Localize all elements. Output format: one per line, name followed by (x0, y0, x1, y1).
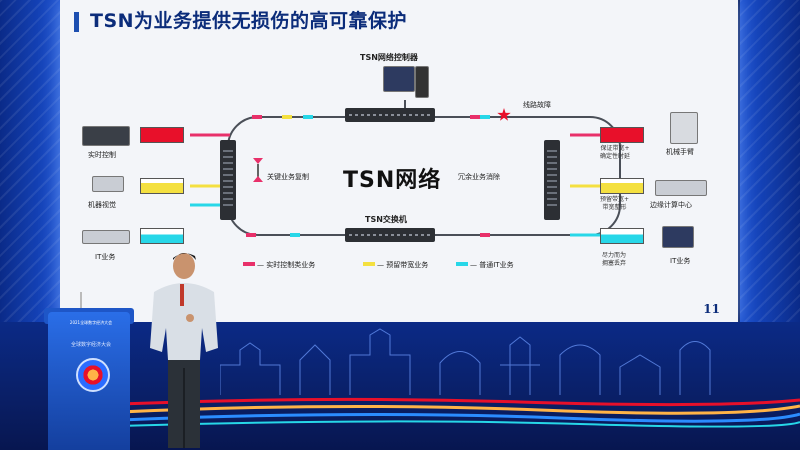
pc-tower-icon (415, 66, 429, 98)
podium-banner-text: 2021全球数字经济大会 (69, 320, 113, 325)
network-center-label: TSN网络 (343, 168, 442, 193)
marker-cyan (303, 115, 313, 119)
camera-icon (92, 176, 124, 192)
left-label-realtime: 实时控制 (88, 151, 116, 159)
service-box-reserved-out (600, 178, 644, 194)
legend-it: — 普通IT业务 (470, 261, 514, 269)
service-box-realtime (140, 127, 184, 143)
legend-swatch-red (243, 262, 255, 266)
fault-label: 线路故障 (523, 101, 551, 109)
marker-cyan (290, 233, 300, 237)
right-switch-device (544, 140, 560, 220)
plc-controller-icon (82, 126, 130, 146)
right-note-2: 预留带宽+带宽整形 (600, 196, 630, 211)
service-box-it-out (600, 228, 644, 244)
projection-screen: TSN为业务提供无损伤的高可靠保护 (60, 0, 738, 322)
edge-server-icon (655, 180, 707, 196)
service-box-reserved (140, 178, 184, 194)
server-icon (82, 230, 130, 244)
left-switch-device (220, 140, 236, 220)
marker-red (246, 233, 256, 237)
marker-yellow (282, 115, 292, 119)
robot-arm-icon (670, 112, 698, 144)
left-stage-panel (0, 0, 60, 340)
switch-label: TSN交换机 (365, 215, 407, 224)
slide-title: TSN为业务提供无损伤的高可靠保护 (90, 10, 408, 32)
top-switch-device (345, 108, 435, 122)
marker-red (470, 115, 480, 119)
replicate-icon (253, 158, 263, 164)
legend-realtime: — 实时控制类业务 (257, 261, 316, 269)
marker-red (252, 115, 262, 119)
bottom-switch-device (345, 228, 435, 242)
legend-reserved: — 预留带宽业务 (377, 261, 429, 269)
right-label-it: IT业务 (670, 257, 691, 265)
marker-cyan (480, 115, 490, 119)
eliminate-label: 冗余业务消除 (458, 173, 500, 181)
replicate-icon (253, 176, 263, 182)
city-skyline-graphic (220, 328, 711, 395)
stage-backdrop-lower (0, 322, 800, 450)
microphone-stand (80, 292, 82, 314)
service-box-realtime-out (600, 127, 644, 143)
podium-subtitle-text: 全球数字经济大会 (70, 342, 111, 348)
left-label-it: IT业务 (95, 253, 116, 261)
controller-label: TSN网络控制器 (360, 53, 418, 62)
marker-red (480, 233, 490, 237)
right-label-edge: 边缘计算中心 (650, 201, 692, 209)
replicate-label: 关键业务复制 (267, 173, 309, 181)
desktop-icon (662, 226, 694, 248)
right-note-3: 尽力而为拥塞丢弃 (602, 252, 627, 267)
service-box-it (140, 228, 184, 244)
legend-swatch-yellow (363, 262, 375, 266)
monitor-icon (383, 66, 415, 92)
title-accent-bar (74, 12, 79, 32)
right-label-arm: 机械手臂 (666, 148, 694, 156)
right-note-1: 保证带宽+确定性时延 (600, 145, 631, 160)
left-label-vision: 机器视觉 (88, 201, 116, 209)
event-logo-icon (76, 358, 110, 392)
slide-page-number: 11 (703, 302, 720, 316)
legend-swatch-cyan (456, 262, 468, 266)
presenter (150, 253, 218, 448)
right-stage-panel (740, 0, 800, 340)
decorative-color-stripes (120, 397, 800, 428)
